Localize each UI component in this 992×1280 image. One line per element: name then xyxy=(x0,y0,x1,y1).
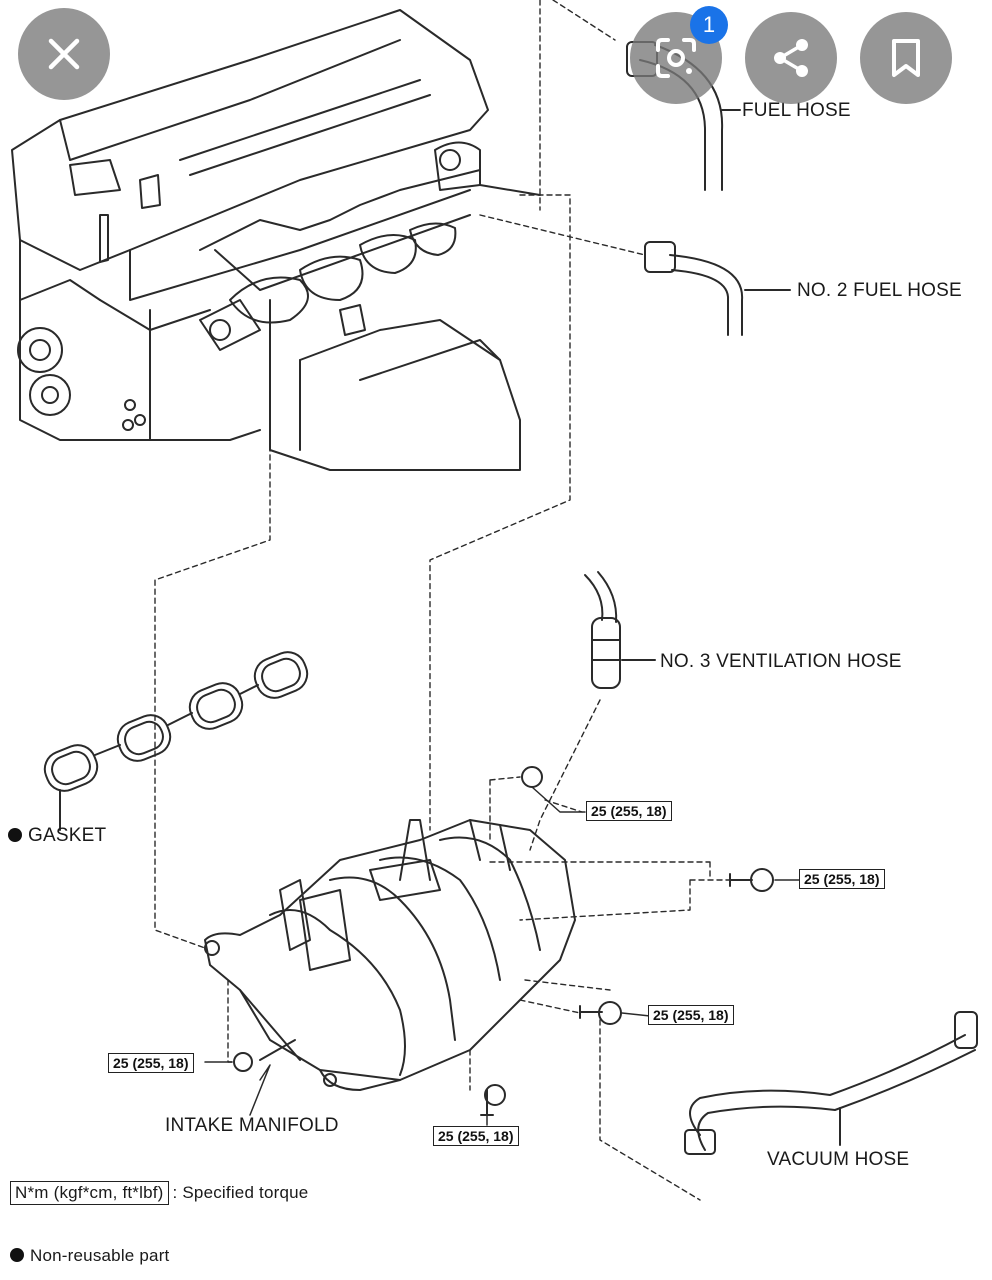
intake-manifold-label: INTAKE MANIFOLD xyxy=(165,1115,339,1136)
gasket-label: GASKET xyxy=(8,825,106,847)
no2-fuel-hose-label: NO. 2 FUEL HOSE xyxy=(797,280,962,301)
non-reusable-legend-text: Non-reusable part xyxy=(30,1246,170,1265)
no2-fuel-hose-drawing xyxy=(644,241,791,336)
torque-spec-box: 25 (255, 18) xyxy=(586,801,672,821)
close-button[interactable] xyxy=(18,8,110,100)
non-reusable-legend: Non-reusable part xyxy=(10,1246,169,1266)
torque-legend-desc: : Specified torque xyxy=(172,1183,309,1202)
non-reusable-bullet-icon xyxy=(10,1248,24,1262)
torque-spec-box: 25 (255, 18) xyxy=(108,1053,194,1073)
vacuum-hose-label: VACUUM HOSE xyxy=(767,1149,910,1170)
close-icon xyxy=(48,38,80,70)
bookmark-button[interactable] xyxy=(860,12,952,104)
torque-spec-box: 25 (255, 18) xyxy=(433,1126,519,1146)
torque-spec-box: 25 (255, 18) xyxy=(648,1005,734,1025)
bookmark-icon xyxy=(892,39,920,77)
no3-ventilation-hose-drawing xyxy=(584,571,656,689)
bolt-drawings xyxy=(233,766,774,1116)
share-button[interactable] xyxy=(745,12,837,104)
engine-block-drawing xyxy=(11,9,541,471)
gasket-label-text: GASKET xyxy=(28,825,107,846)
label-leader-lines xyxy=(204,786,801,1126)
fuel-hose-label: FUEL HOSE xyxy=(742,100,851,121)
lens-icon xyxy=(656,38,696,78)
dashed-guide-lines xyxy=(154,0,731,1201)
non-reusable-bullet-icon xyxy=(8,828,22,842)
no3-ventilation-hose-label: NO. 3 VENTILATION HOSE xyxy=(660,651,902,672)
vacuum-hose-drawing xyxy=(684,1011,978,1155)
share-icon xyxy=(774,39,808,77)
torque-unit-box: N*m (kgf*cm, ft*lbf) xyxy=(10,1181,169,1205)
gasket-drawing xyxy=(43,651,309,831)
notification-badge: 1 xyxy=(690,6,728,44)
intake-manifold-drawing xyxy=(204,819,576,1091)
torque-spec-box: 25 (255, 18) xyxy=(799,869,885,889)
torque-legend: N*m (kgf*cm, ft*lbf): Specified torque xyxy=(10,1181,308,1205)
